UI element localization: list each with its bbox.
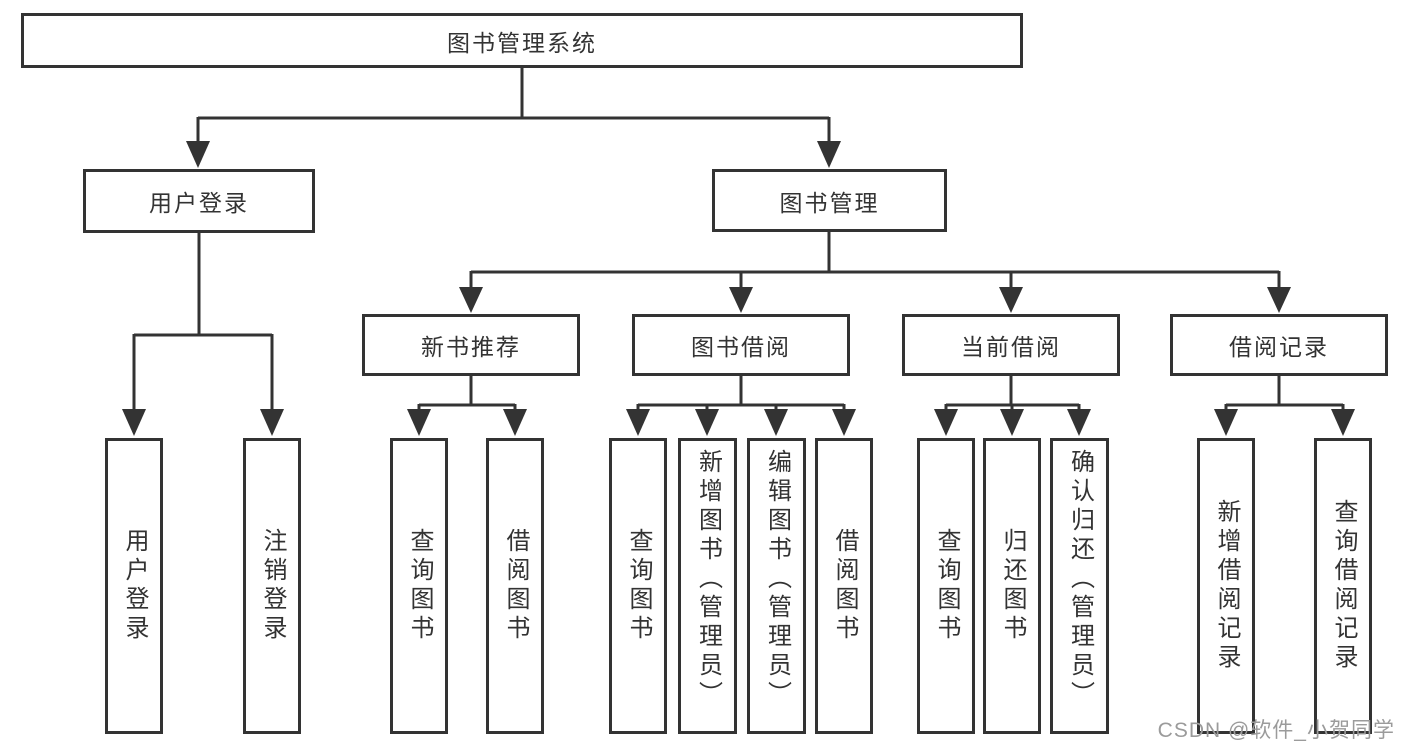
connector-lines xyxy=(132,68,1345,413)
node-leaf-bb-query-books: 查询图书 xyxy=(609,438,667,734)
node-leaf-bb-add-books-admin: 新增图书（管理员） xyxy=(678,438,737,734)
node-leaf-bb-edit-books-admin: 编辑图书（管理员） xyxy=(747,438,806,734)
node-leaf-user-login: 用户登录 xyxy=(105,438,163,734)
node-leaf-cb-query-books: 查询图书 xyxy=(917,438,975,734)
arrowheads xyxy=(122,141,1355,436)
node-new-book-recommend: 新书推荐 xyxy=(362,314,580,376)
node-leaf-cb-return-books: 归还图书 xyxy=(983,438,1041,734)
node-leaf-cb-confirm-return-admin: 确认归还（管理员） xyxy=(1050,438,1109,734)
node-leaf-bb-borrow-books: 借阅图书 xyxy=(815,438,873,734)
node-current-borrowing: 当前借阅 xyxy=(902,314,1120,376)
node-leaf-nbr-borrow-books: 借阅图书 xyxy=(486,438,544,734)
node-leaf-br-query-record: 查询借阅记录 xyxy=(1314,438,1372,734)
node-borrowing-records: 借阅记录 xyxy=(1170,314,1388,376)
node-book-management: 图书管理 xyxy=(712,169,947,232)
node-root: 图书管理系统 xyxy=(21,13,1023,68)
node-leaf-logout-login: 注销登录 xyxy=(243,438,301,734)
node-user-login: 用户登录 xyxy=(83,169,315,233)
watermark: CSDN @软件_小贺同学 xyxy=(1157,719,1395,742)
node-leaf-br-add-record: 新增借阅记录 xyxy=(1197,438,1255,734)
node-book-borrowing: 图书借阅 xyxy=(632,314,850,376)
node-leaf-nbr-query-books: 查询图书 xyxy=(390,438,448,734)
